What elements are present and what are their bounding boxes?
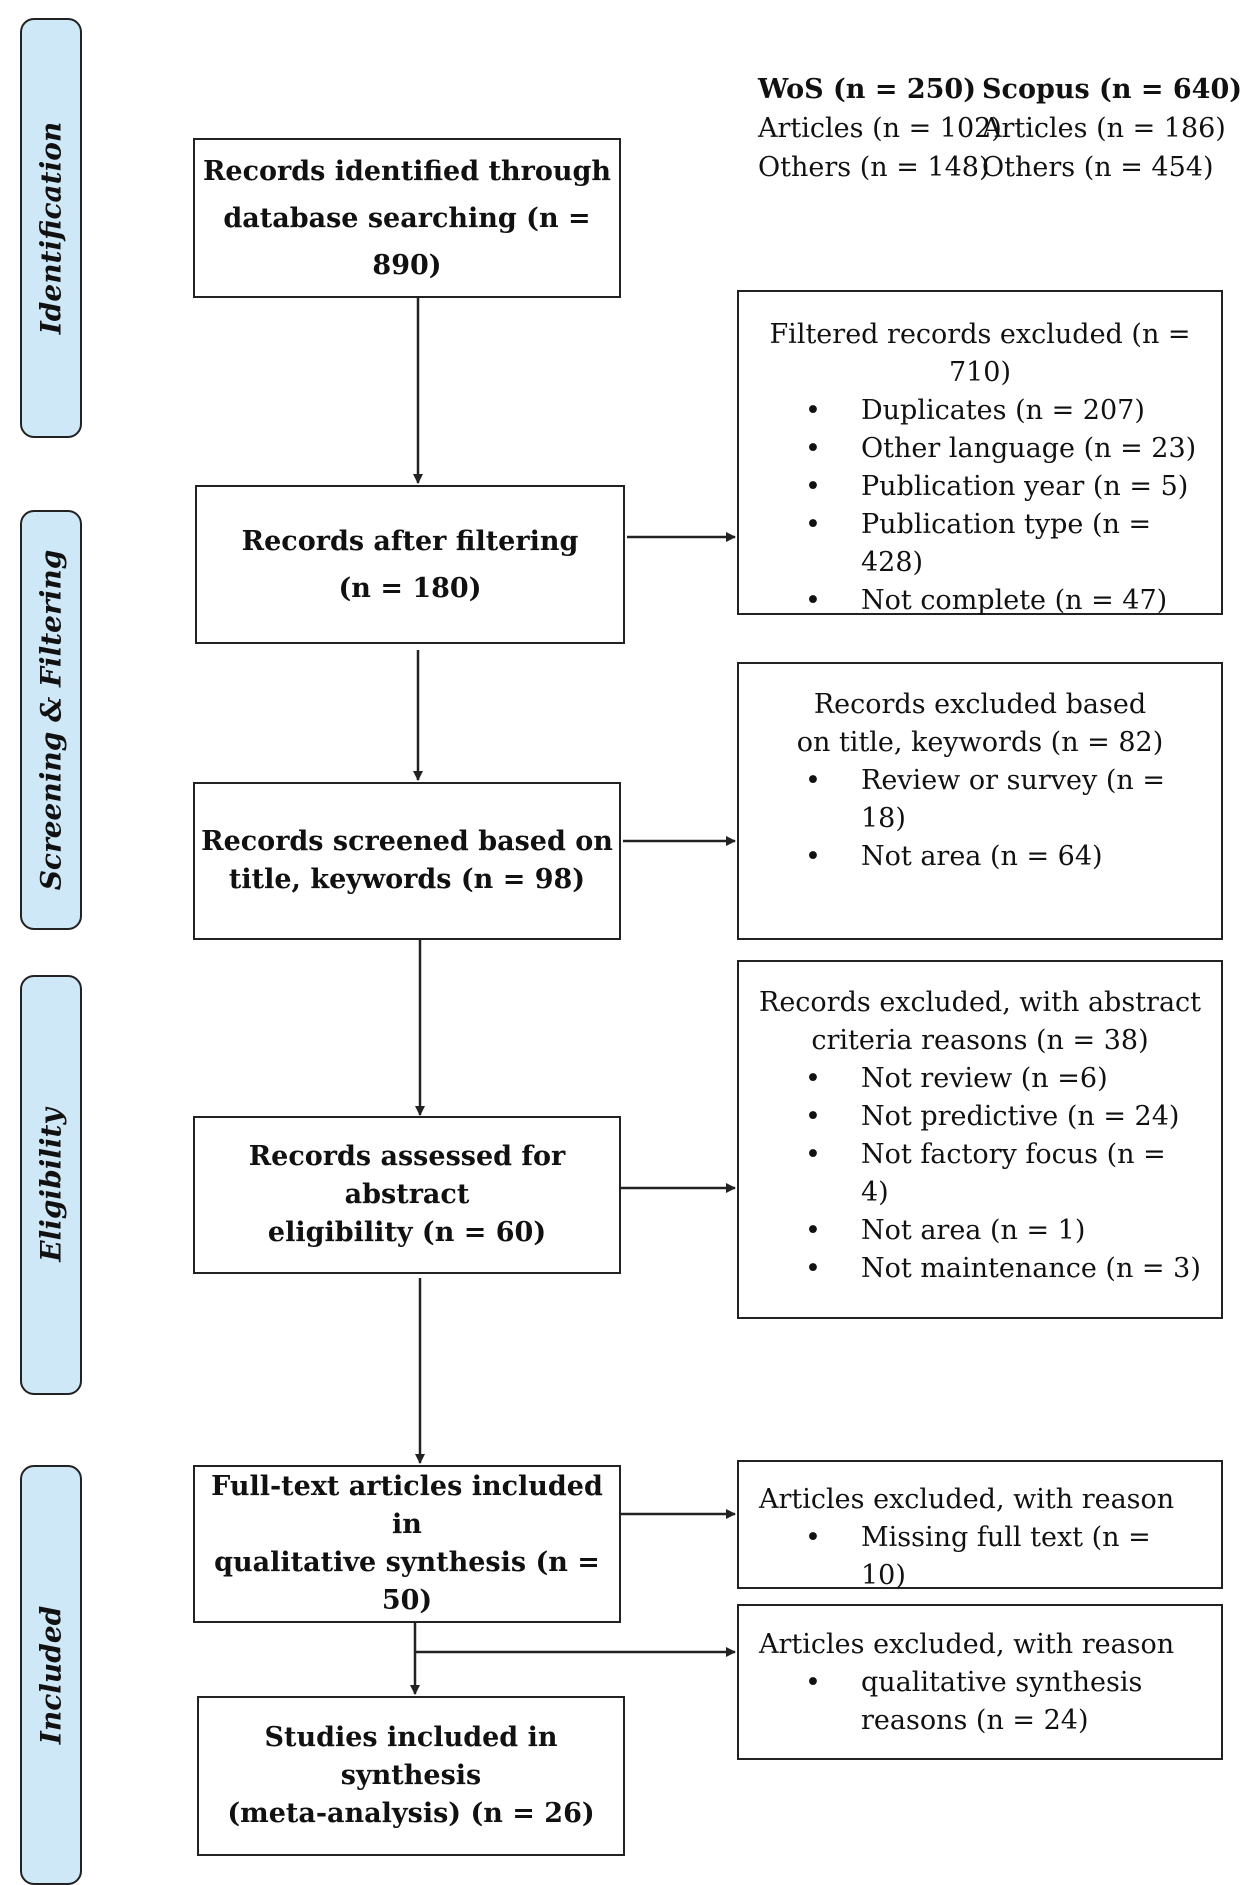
list-item: Duplicates (n = 207) <box>759 392 1201 430</box>
fulltext-articles-box: Full-text articles included in qualitati… <box>193 1465 621 1623</box>
box-line: qualitative synthesis (n = 50) <box>214 1547 600 1616</box>
box-line: Full-text articles included in <box>211 1471 603 1540</box>
box-line: (n = 180) <box>338 572 482 604</box>
synthesis-excluded-box: Articles excluded, with reason qualitati… <box>737 1604 1223 1760</box>
phase-label: Eligibility <box>34 1108 68 1262</box>
phase-label: Included <box>34 1605 68 1745</box>
box-title: Records excluded, with abstract <box>759 987 1202 1018</box>
list-item: qualitative synthesis reasons (n = 24) <box>759 1664 1201 1740</box>
list-item: Not area (n = 1) <box>759 1212 1201 1250</box>
list-item: Not review (n =6) <box>759 1060 1201 1098</box>
exclusion-list: qualitative synthesis reasons (n = 24) <box>759 1664 1201 1740</box>
box-line: Records identified through <box>202 155 611 187</box>
records-after-filtering-box: Records after filtering (n = 180) <box>195 485 625 644</box>
records-assessed-box: Records assessed for abstract eligibilit… <box>193 1116 621 1274</box>
scopus-articles: Articles (n = 186) <box>982 113 1226 144</box>
scopus-others: Others (n = 454) <box>982 152 1214 183</box>
title-excluded-box: Records excluded based on title, keyword… <box>737 662 1223 940</box>
box-line: Studies included in synthesis <box>264 1722 558 1791</box>
list-item: Publication year (n = 5) <box>759 468 1201 506</box>
records-identified-box: Records identified through database sear… <box>193 138 621 298</box>
list-item: Missing full text (n = 10) <box>759 1519 1201 1595</box>
list-item: Other language (n = 23) <box>759 430 1201 468</box>
box-line: (meta-analysis) (n = 26) <box>227 1798 595 1829</box>
box-line: eligibility (n = 60) <box>267 1217 547 1248</box>
box-line: Records screened based on <box>201 826 613 857</box>
box-title: on title, keywords (n = 82) <box>796 727 1164 758</box>
scopus-title: Scopus (n = 640) <box>982 74 1240 105</box>
list-item: Not factory focus (n = 4) <box>759 1136 1201 1212</box>
box-title: Filtered records excluded (n = 710) <box>769 319 1191 388</box>
exclusion-list: Review or survey (n = 18) Not area (n = … <box>759 762 1201 876</box>
list-item: Publication type (n = 428) <box>759 506 1201 582</box>
phase-label: Screening & Filtering <box>34 549 68 891</box>
box-line: title, keywords (n = 98) <box>228 864 586 895</box>
wos-title: WoS (n = 250) <box>758 74 976 105</box>
phase-included: Included <box>20 1465 82 1885</box>
list-item-line: reasons (n = 24) <box>861 1705 1089 1736</box>
filtered-excluded-box: Filtered records excluded (n = 710) Dupl… <box>737 290 1223 620</box>
list-item: Review or survey (n = 18) <box>759 762 1201 838</box>
phase-identification: Identification <box>20 18 82 438</box>
box-line: Records assessed for abstract <box>248 1141 566 1210</box>
abstract-excluded-box: Records excluded, with abstract criteria… <box>737 960 1223 1319</box>
exclusion-list: Not review (n =6) Not predictive (n = 24… <box>759 1060 1201 1288</box>
records-screened-box: Records screened based on title, keyword… <box>193 782 621 940</box>
database-counts: WoS (n = 250) Scopus (n = 640) Articles … <box>758 70 1240 187</box>
box-title: criteria reasons (n = 38) <box>811 1025 1149 1056</box>
box-title: Records excluded based <box>813 689 1147 720</box>
box-title: Articles excluded, with reason <box>759 1629 1175 1660</box>
exclusion-list: Duplicates (n = 207) Other language (n =… <box>759 392 1201 620</box>
list-item: Not maintenance (n = 3) <box>759 1250 1201 1288</box>
phase-screening: Screening & Filtering <box>20 510 82 930</box>
studies-included-box: Studies included in synthesis (meta-anal… <box>197 1696 625 1856</box>
phase-eligibility: Eligibility <box>20 975 82 1395</box>
box-title: Articles excluded, with reason <box>759 1484 1175 1515</box>
wos-others: Others (n = 148) <box>758 152 990 183</box>
list-item: Not predictive (n = 24) <box>759 1098 1201 1136</box>
exclusion-list: Missing full text (n = 10) <box>759 1519 1201 1595</box>
fulltext-excluded-box: Articles excluded, with reason Missing f… <box>737 1460 1223 1591</box>
phase-label: Identification <box>34 121 68 335</box>
list-item: Not complete (n = 47) <box>759 582 1201 620</box>
wos-articles: Articles (n = 102) <box>758 113 1002 144</box>
box-line: Records after filtering <box>241 525 579 557</box>
box-line: database searching (n = 890) <box>223 202 591 281</box>
list-item-line: qualitative synthesis <box>861 1667 1143 1698</box>
list-item: Not area (n = 64) <box>759 838 1201 876</box>
